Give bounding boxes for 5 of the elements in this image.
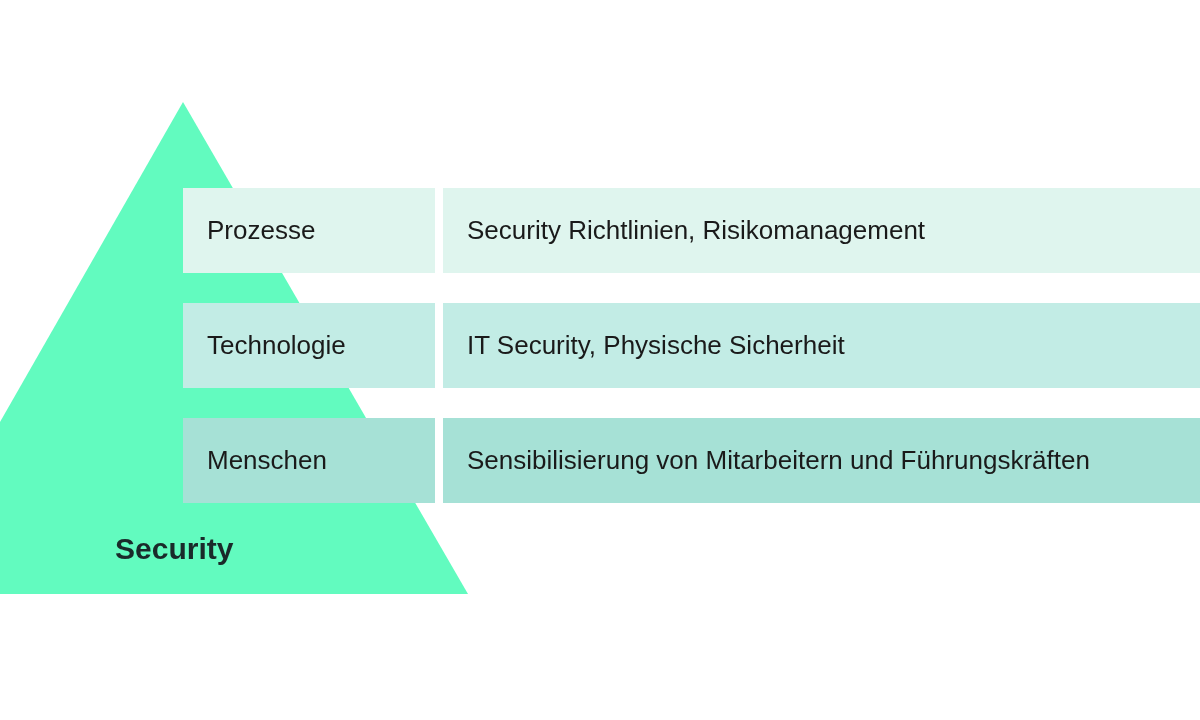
- layer-description: Security Richtlinien, Risikomanagement: [443, 188, 1200, 273]
- layer-description: IT Security, Physische Sicherheit: [443, 303, 1200, 388]
- layer-label: Prozesse: [183, 188, 435, 273]
- layer-description: Sensibilisierung von Mitarbeitern und Führungskräften: [443, 418, 1200, 503]
- pyramid-label: Security: [115, 532, 234, 566]
